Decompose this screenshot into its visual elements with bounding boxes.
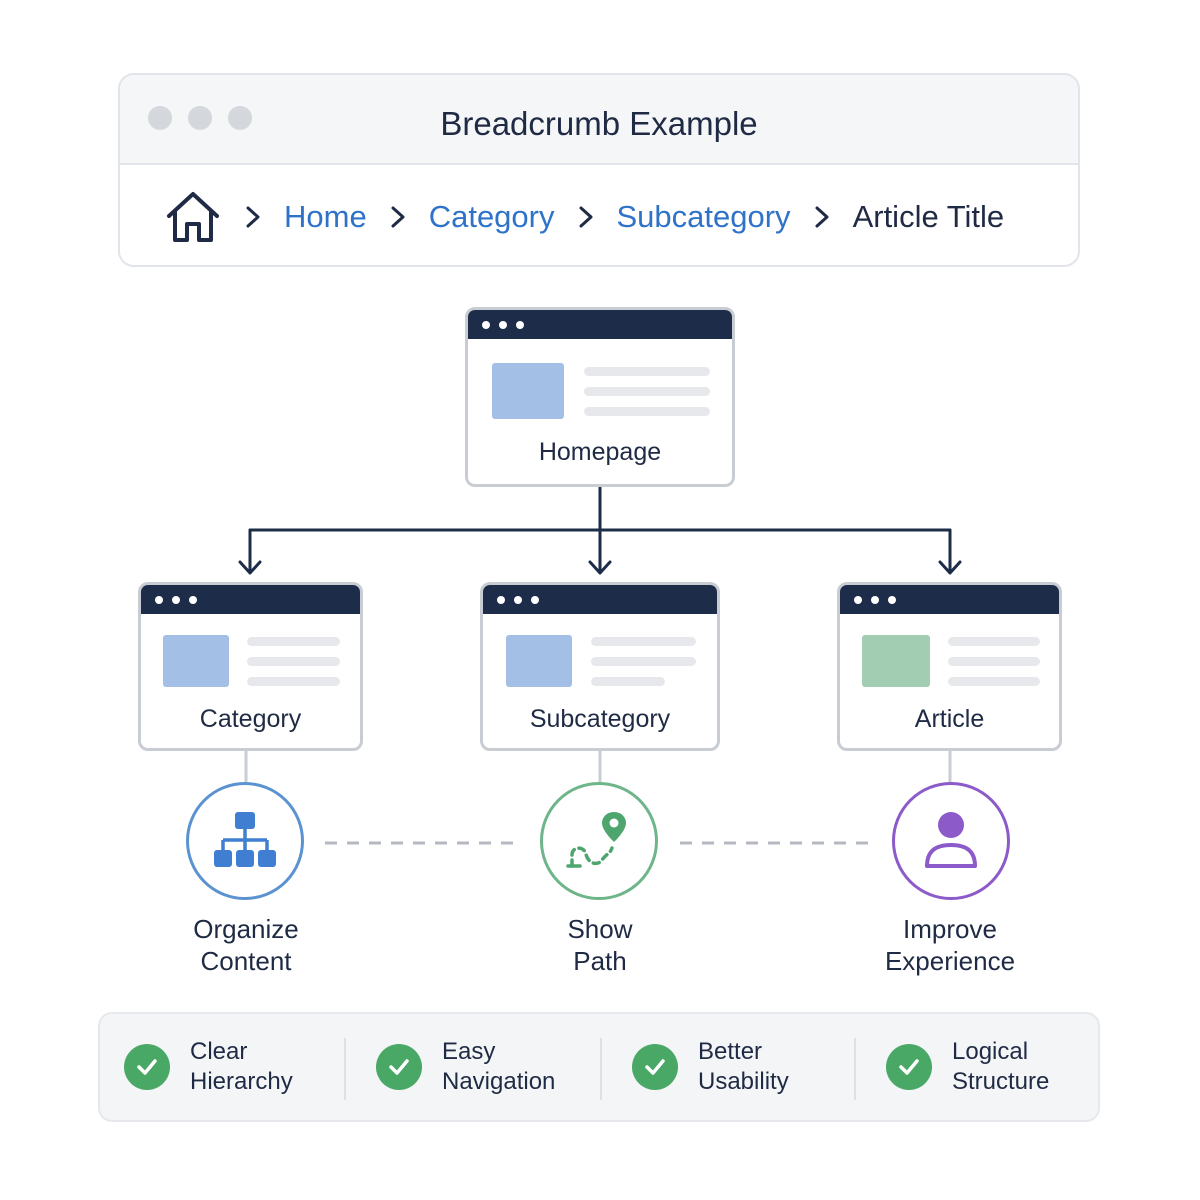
text-line — [584, 387, 710, 396]
text-line — [591, 657, 696, 666]
card-header — [840, 585, 1059, 614]
window-dot-close[interactable] — [148, 106, 172, 130]
thumbnail — [492, 363, 564, 419]
homepage-card[interactable]: Homepage — [465, 307, 735, 487]
check-icon — [886, 1044, 932, 1090]
text-line — [584, 367, 710, 376]
arrow-to-subcategory — [588, 528, 612, 575]
breadcrumb: Home Category Subcategory Article Title — [164, 189, 1004, 245]
improve-experience-circle — [892, 782, 1010, 900]
text-line — [247, 657, 340, 666]
home-icon[interactable] — [164, 189, 222, 245]
check-icon — [376, 1044, 422, 1090]
text-line — [948, 677, 1040, 686]
card-header — [483, 585, 717, 614]
breadcrumb-current-page: Article Title — [852, 199, 1005, 234]
text-line — [948, 657, 1040, 666]
window-dot-minimize[interactable] — [188, 106, 212, 130]
chevron-right-icon — [246, 206, 260, 228]
article-card[interactable]: Article — [837, 582, 1062, 751]
chevron-right-icon — [815, 206, 829, 228]
sitemap-icon — [214, 812, 276, 867]
chevron-right-icon — [391, 206, 405, 228]
text-line — [584, 407, 710, 416]
show-path-circle — [540, 782, 658, 900]
subcategory-card[interactable]: Subcategory — [480, 582, 720, 751]
breadcrumb-category-link[interactable]: Category — [428, 199, 555, 234]
homepage-label: Homepage — [538, 438, 662, 466]
arrow-to-category — [238, 528, 262, 575]
card-header — [468, 310, 732, 339]
article-label: Article — [914, 705, 985, 733]
thumbnail — [862, 635, 930, 687]
check-icon — [124, 1044, 170, 1090]
check-icon — [632, 1044, 678, 1090]
text-line — [247, 677, 340, 686]
thumbnail — [163, 635, 229, 687]
category-card[interactable]: Category — [138, 582, 363, 751]
divider — [600, 1038, 602, 1100]
text-line — [591, 677, 665, 686]
window-dot-maximize[interactable] — [228, 106, 252, 130]
breadcrumb-subcategory-link[interactable]: Subcategory — [616, 199, 791, 234]
organize-content-circle — [186, 782, 304, 900]
breadcrumb-home-link[interactable]: Home — [284, 199, 367, 234]
divider — [854, 1038, 856, 1100]
category-label: Category — [199, 705, 302, 733]
text-line — [948, 637, 1040, 646]
subcategory-label: Subcategory — [529, 705, 671, 733]
thumbnail — [506, 635, 572, 687]
chevron-right-icon — [579, 206, 592, 228]
card-header — [141, 585, 360, 614]
text-line — [247, 637, 340, 646]
browser-title: Breadcrumb Example — [440, 105, 758, 142]
browser-window: Breadcrumb Example Home Category Subcate… — [118, 73, 1080, 267]
browser-title-bar: Breadcrumb Example — [120, 75, 1078, 165]
text-line — [591, 637, 696, 646]
route-icon — [566, 812, 626, 868]
arrow-to-article — [938, 528, 962, 575]
divider — [344, 1038, 346, 1100]
user-icon — [925, 812, 977, 868]
